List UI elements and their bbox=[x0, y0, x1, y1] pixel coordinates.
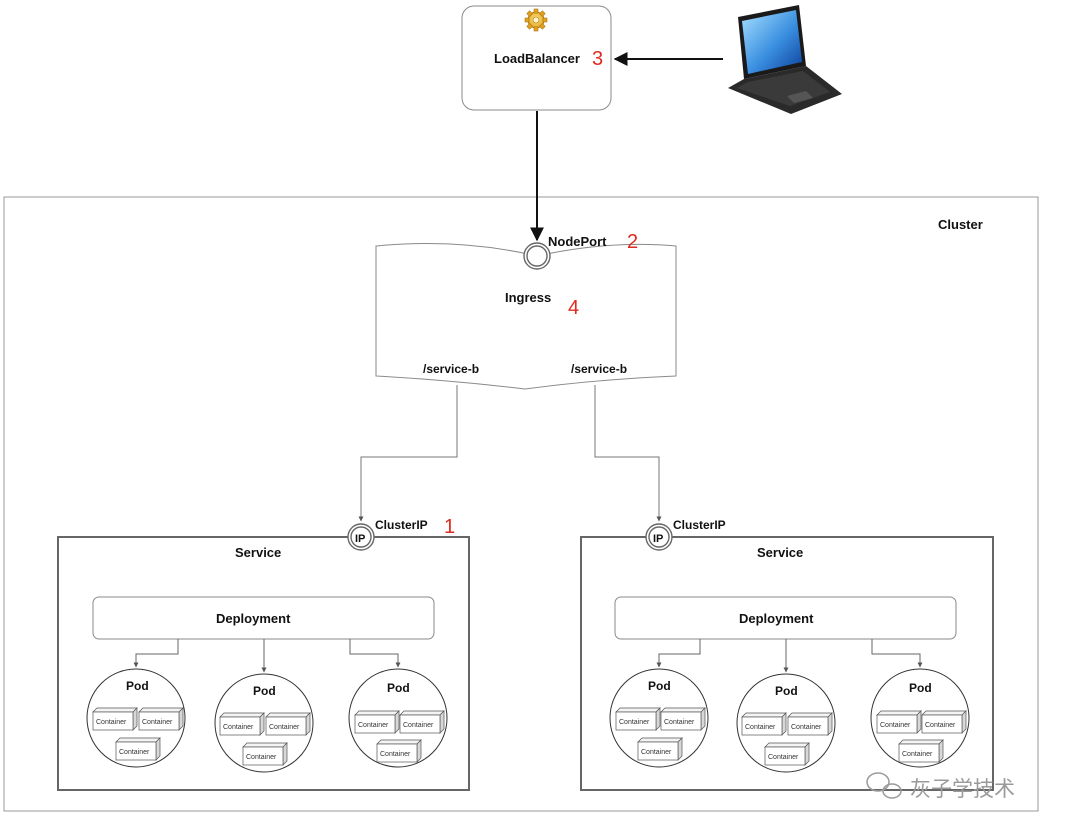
load-balancer-box[interactable] bbox=[461, 5, 612, 111]
ingress-number: 4 bbox=[568, 297, 579, 319]
deployment-to-pod-connector bbox=[656, 639, 701, 668]
container: Container bbox=[399, 710, 445, 734]
deployment-to-pod-connector bbox=[133, 639, 179, 668]
nodeport-label: NodePort bbox=[548, 234, 607, 249]
ingress-box[interactable] bbox=[375, 243, 677, 390]
watermark-text: 灰子学技术 bbox=[910, 777, 1015, 801]
svg-text:Container: Container bbox=[664, 719, 695, 726]
container: Container bbox=[921, 710, 967, 734]
clusterip-label: ClusterIP bbox=[673, 518, 726, 532]
ingress-label: Ingress bbox=[505, 290, 551, 305]
svg-text:Container: Container bbox=[96, 719, 127, 726]
gear-icon bbox=[524, 8, 548, 32]
svg-text:Container: Container bbox=[641, 749, 672, 756]
load-balancer-number: 3 bbox=[592, 48, 603, 70]
pod[interactable]: Pod Container Container Container bbox=[609, 668, 709, 768]
svg-text:Container: Container bbox=[246, 754, 277, 761]
pod[interactable]: Pod Container Container Container bbox=[214, 673, 314, 773]
deployment-label: Deployment bbox=[216, 611, 291, 626]
pod[interactable]: Pod Container Container Container bbox=[736, 673, 836, 773]
svg-text:Container: Container bbox=[880, 722, 911, 729]
laptop-icon[interactable] bbox=[728, 5, 842, 114]
container: Container bbox=[898, 739, 944, 763]
pod-label: Pod bbox=[253, 684, 276, 698]
service-label: Service bbox=[757, 545, 803, 560]
service-group-1: IP ClusterIP 1 Service Deployment Pod Co… bbox=[57, 516, 470, 791]
ingress-route-left: /service-b bbox=[423, 362, 479, 376]
clusterip-label: ClusterIP bbox=[375, 518, 428, 532]
deployment-to-pod-connector bbox=[871, 639, 923, 668]
nodeport-number: 2 bbox=[627, 231, 638, 253]
svg-text:IP: IP bbox=[355, 533, 365, 545]
svg-text:Container: Container bbox=[358, 722, 389, 729]
ingress-route-right: /service-b bbox=[571, 362, 627, 376]
cluster-label: Cluster bbox=[938, 217, 983, 232]
load-balancer-label: LoadBalancer bbox=[494, 51, 580, 66]
container: Container bbox=[660, 707, 706, 731]
container: Container bbox=[615, 707, 661, 731]
pod[interactable]: Pod Container Container Container bbox=[870, 668, 970, 768]
pod-label: Pod bbox=[909, 681, 932, 695]
container: Container bbox=[741, 712, 787, 736]
svg-text:Container: Container bbox=[925, 722, 956, 729]
container: Container bbox=[138, 707, 184, 731]
pod[interactable]: Pod Container Container Container bbox=[86, 668, 186, 768]
clusterip-number: 1 bbox=[444, 516, 455, 538]
svg-text:Container: Container bbox=[119, 749, 150, 756]
clusterip-icon: IP bbox=[645, 523, 673, 551]
svg-text:Container: Container bbox=[269, 724, 300, 731]
container: Container bbox=[115, 737, 161, 761]
service-label: Service bbox=[235, 545, 281, 560]
pod-label: Pod bbox=[126, 679, 149, 693]
pod-label: Pod bbox=[387, 681, 410, 695]
container: Container bbox=[764, 742, 810, 766]
ingress-to-service-right-connector bbox=[594, 385, 662, 522]
pod-label: Pod bbox=[648, 679, 671, 693]
svg-text:Container: Container bbox=[223, 724, 254, 731]
container: Container bbox=[787, 712, 833, 736]
ingress-to-service-left-connector bbox=[358, 385, 458, 522]
svg-text:Container: Container bbox=[142, 719, 173, 726]
svg-text:Container: Container bbox=[745, 724, 776, 731]
container: Container bbox=[376, 739, 422, 763]
container: Container bbox=[242, 742, 288, 766]
container: Container bbox=[637, 737, 683, 761]
deployment-to-pod-connector bbox=[349, 639, 401, 668]
svg-text:Container: Container bbox=[403, 722, 434, 729]
wechat-icon bbox=[866, 772, 902, 799]
svg-text:Container: Container bbox=[768, 754, 799, 761]
deployment-label: Deployment bbox=[739, 611, 814, 626]
container: Container bbox=[354, 710, 400, 734]
svg-text:Container: Container bbox=[791, 724, 822, 731]
svg-text:IP: IP bbox=[653, 533, 663, 545]
clusterip-icon: IP bbox=[347, 523, 375, 551]
pod-label: Pod bbox=[775, 684, 798, 698]
svg-text:Container: Container bbox=[619, 719, 650, 726]
nodeport-icon bbox=[523, 242, 551, 270]
pod[interactable]: Pod Container Container Container bbox=[348, 668, 448, 768]
container: Container bbox=[219, 712, 265, 736]
container: Container bbox=[876, 710, 922, 734]
container: Container bbox=[265, 712, 311, 736]
service-group-2: IP ClusterIP Service Deployment Pod Cont… bbox=[580, 518, 994, 791]
svg-text:Container: Container bbox=[380, 751, 411, 758]
container: Container bbox=[92, 707, 138, 731]
svg-text:Container: Container bbox=[902, 751, 933, 758]
